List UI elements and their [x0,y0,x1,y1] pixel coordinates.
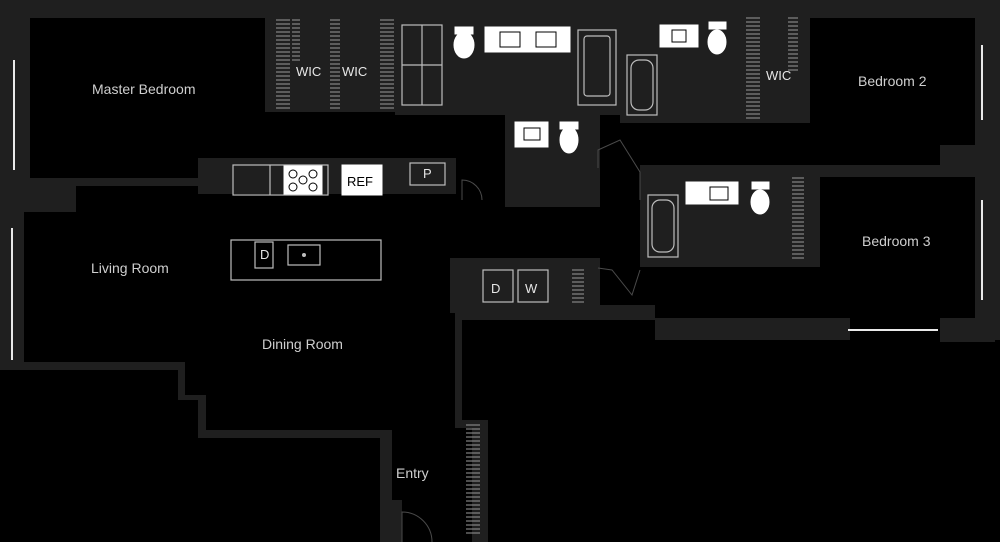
kitchen-back-wall [198,158,456,194]
washer-label: W [525,281,538,296]
living-room-label: Living Room [91,260,169,276]
dryer [482,269,514,303]
vanity-sink-2 [535,31,557,48]
bath2-tub [626,54,658,116]
closet-band-wall [265,12,410,112]
dining-bottom-wall [0,362,392,542]
master-toilet [453,31,475,59]
bath3-tub-inner [651,199,675,253]
bath2-sink [671,29,687,43]
master-bath [401,24,617,106]
dining-room-label: Dining Room [262,336,343,352]
closet-rod-2 [292,19,300,61]
closet-rod-7 [792,177,804,259]
bedroom2-bottom-wall [940,145,995,175]
laundry: D W [482,269,549,303]
refrigerator-label: REF [347,174,373,189]
bath-2 [626,21,727,116]
island-sink [287,244,321,266]
master-kitchen-wall [25,178,205,186]
bedroom-3-label: Bedroom 3 [862,233,931,249]
entry-label: Entry [396,465,429,481]
closet-rod-8 [466,424,480,534]
dishwasher-label: D [260,247,269,262]
closet-rod-6 [788,17,798,71]
wic-label-1: WIC [296,64,321,79]
room-labels: Master Bedroom Bedroom 2 Bedroom 3 Livin… [91,64,931,481]
bedroom-2-label: Bedroom 2 [858,73,927,89]
closet-rod-1 [276,19,290,109]
hall-vanity [514,121,549,148]
cooktop-burners [288,169,318,192]
entry-left-wall [392,500,402,542]
pantry-label: P [423,166,432,181]
windows [11,45,983,360]
hall-toilet [559,126,579,154]
master-toilet-tank [454,26,474,35]
bedroom3-bottom-wall [655,318,850,340]
kitchen-counter [232,164,329,196]
bath2-tub-inner [630,59,654,111]
hall-door-2 [597,139,641,200]
wic-label-2: WIC [342,64,367,79]
bath3-tub [647,194,679,258]
bath3-toilet-tank [751,181,770,190]
hall-bath [514,121,579,154]
master-window-wall [6,18,30,183]
bedroom2-top-wall [800,10,990,18]
closet-rod-5 [746,17,760,119]
vanity-double [484,26,571,53]
refrigerator [341,164,383,196]
kitchen: REF P D [230,162,446,281]
wic-label-3: WIC [766,68,791,83]
pantry [409,162,446,186]
entry-door [401,511,433,542]
living-window-wall [6,210,24,370]
master-tub [577,29,617,106]
entry-right-wall [455,262,488,542]
closet-rod-9 [572,269,584,303]
island-sink-drain [302,253,306,257]
vanity-sink-1 [499,31,521,48]
dryer-label: D [491,281,500,296]
hall-wall-lower [455,305,655,320]
master-tub-inner [583,35,611,97]
bath2-toilet-tank [708,21,727,30]
hall-sink [523,127,541,141]
bath3-vanity [685,181,739,205]
doors [401,139,641,542]
closet-rod-3 [330,19,340,109]
bath-3 [647,181,770,258]
exterior-wall-top [0,0,1000,18]
bedroom3-corner-wall [940,318,995,342]
hall-toilet-tank [559,121,579,130]
bath2-vanity [659,24,699,48]
washer [517,269,549,303]
hall-door-1 [461,179,483,201]
exterior-wall-left [0,0,10,370]
laundry-door [597,267,641,297]
closet-rod-4 [380,19,394,109]
kitchen-island [230,239,382,281]
closet-rods [276,17,804,534]
master-bedroom-label: Master Bedroom [92,81,195,97]
bath3-sink [709,186,729,201]
bath2-toilet [707,29,727,55]
bath3-toilet [750,189,770,215]
dishwasher [254,241,274,269]
